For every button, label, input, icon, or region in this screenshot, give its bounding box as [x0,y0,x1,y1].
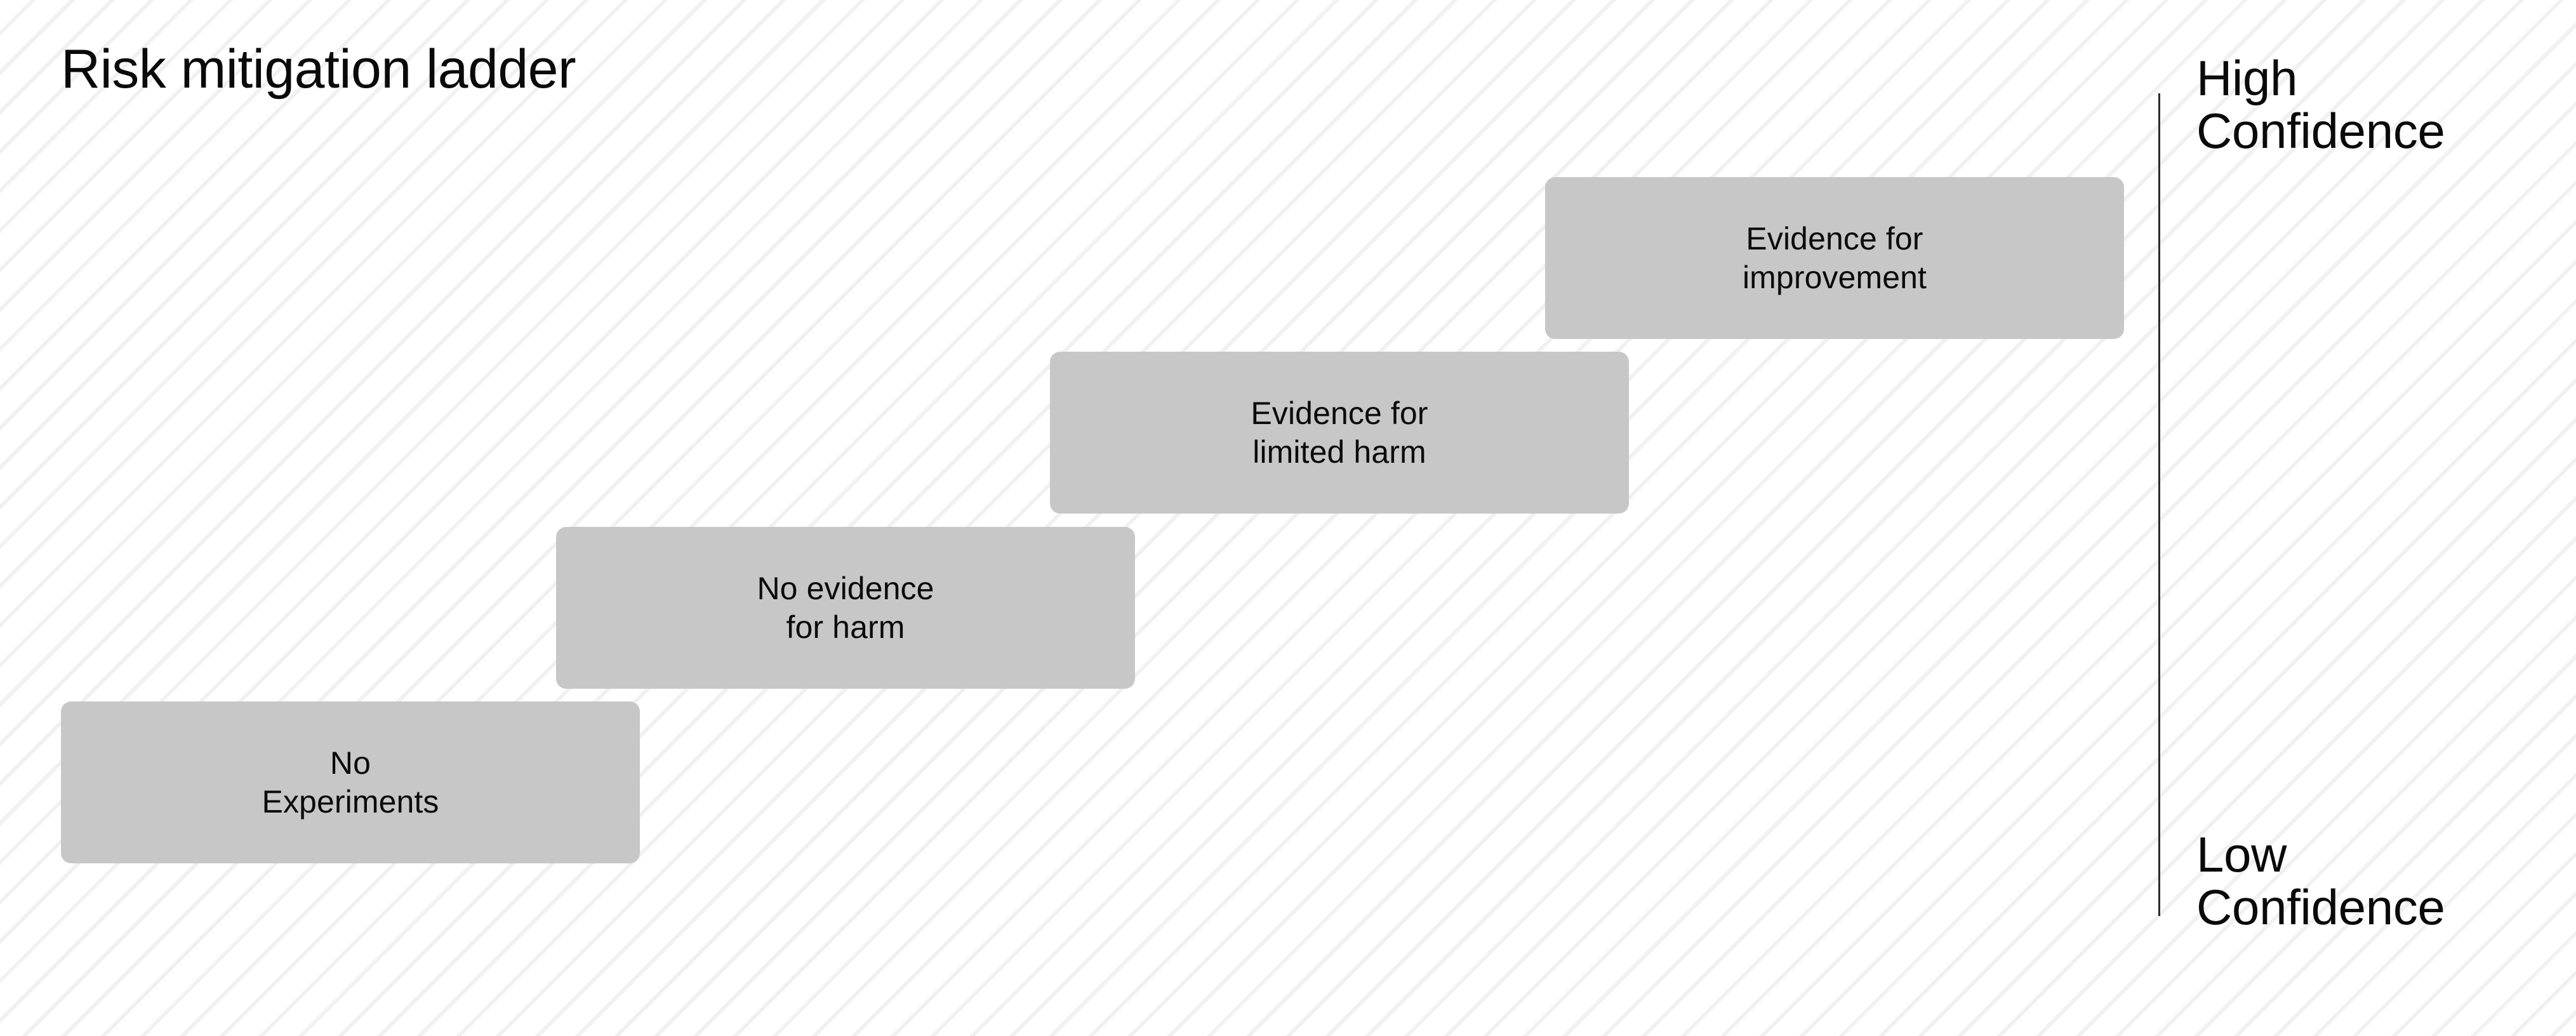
ladder-step-label: Evidence for limited harm [1251,395,1428,470]
page-title: Risk mitigation ladder [61,39,576,100]
ladder-step-no-experiments[interactable]: No Experiments [61,701,640,863]
ladder-step-no-evidence-for-harm[interactable]: No evidence for harm [556,527,1135,689]
axis-label-low-confidence: Low Confidence [2196,827,2445,936]
axis-label-high-confidence: High Confidence [2196,50,2445,159]
confidence-axis-line [2158,93,2160,916]
ladder-step-label: No evidence for harm [757,570,934,645]
ladder-step-label: No Experiments [262,745,439,820]
ladder-step-evidence-for-improvement[interactable]: Evidence for improvement [1545,177,2124,339]
ladder-step-label: Evidence for improvement [1742,220,1927,295]
ladder-step-evidence-for-limited-harm[interactable]: Evidence for limited harm [1050,352,1629,514]
